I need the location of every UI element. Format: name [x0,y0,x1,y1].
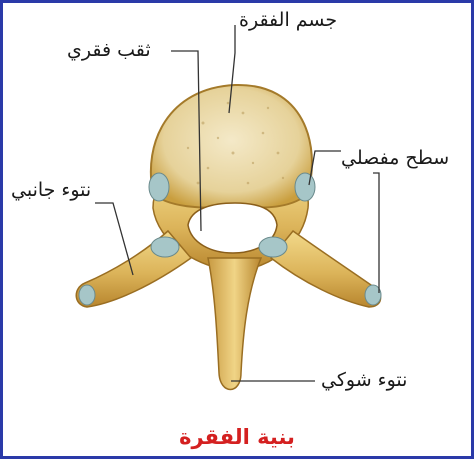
leader-line-facet-right [373,173,379,293]
label-vertebral-body: جسم الفقرة [239,9,337,31]
spinous-process-shape [208,258,261,390]
label-articular-surface: سطح مفصلي [341,147,449,169]
articular-facet-mid-right [259,237,287,257]
vertebral-body-shape [151,85,312,208]
label-transverse-process: نتوء جانبي [11,179,91,201]
articular-facet-left-tip [79,285,95,305]
articular-facet-upper-right [295,173,315,201]
figure-caption: بنية الفقرة [3,425,471,449]
label-spinous-process: نتوء شوكي [321,369,407,391]
articular-facet-mid-left [151,237,179,257]
articular-facet-upper-left [149,173,169,201]
right-transverse-process [271,231,381,307]
label-vertebral-foramen: ثقب فقري [67,39,151,61]
